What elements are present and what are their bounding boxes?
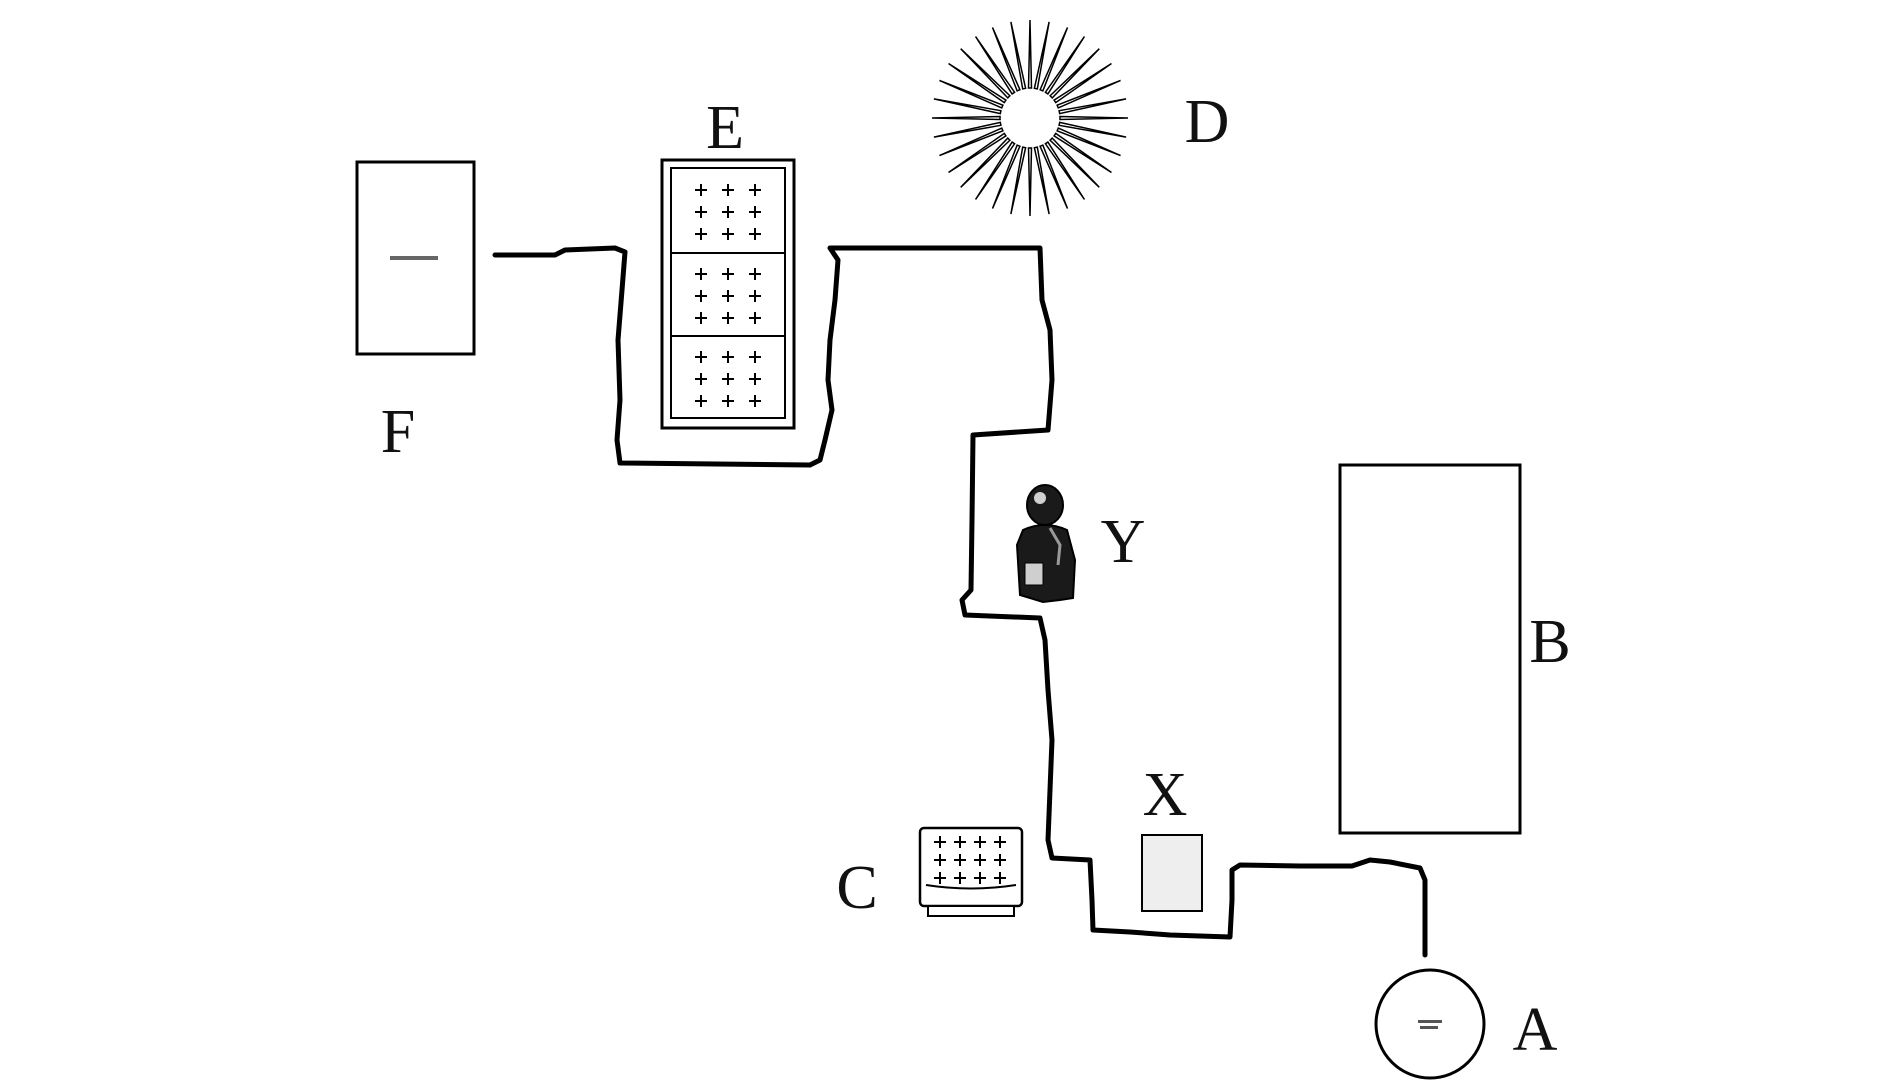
device-f bbox=[355, 160, 476, 356]
sun-ray bbox=[939, 127, 1004, 157]
sun-ray bbox=[1053, 132, 1112, 174]
sun-ray bbox=[1039, 27, 1069, 92]
sun-ray bbox=[1049, 48, 1100, 99]
solar-panel-e bbox=[660, 158, 796, 430]
sun-ray bbox=[1058, 98, 1127, 115]
box-x bbox=[1141, 834, 1203, 912]
small-solar-panel-c-cells bbox=[934, 836, 1006, 884]
small-solar-panel-c bbox=[918, 826, 1024, 917]
meter-a bbox=[1374, 968, 1486, 1080]
label-f: F bbox=[381, 398, 415, 466]
sun-ray bbox=[1056, 79, 1121, 109]
sun-ray bbox=[974, 141, 1016, 200]
sun-ray bbox=[974, 36, 1016, 95]
sun-ray bbox=[1010, 21, 1027, 90]
sun-ray bbox=[1027, 19, 1033, 89]
sun-ray bbox=[1039, 144, 1069, 209]
connecting-wire bbox=[492, 245, 1428, 958]
device-f-text-mark bbox=[390, 256, 438, 260]
sun-ray bbox=[1058, 121, 1127, 138]
sun-ray bbox=[1049, 137, 1100, 188]
solar-panel-e-cells bbox=[695, 184, 761, 407]
sun-ray bbox=[960, 137, 1011, 188]
sun-ray bbox=[991, 144, 1021, 209]
label-y: Y bbox=[1101, 508, 1146, 576]
sun-ray bbox=[1059, 115, 1129, 121]
sun-ray bbox=[948, 132, 1007, 174]
sun-ray bbox=[933, 98, 1002, 115]
label-a: A bbox=[1513, 996, 1558, 1064]
sun-ray bbox=[1044, 141, 1086, 200]
sun-ray bbox=[1010, 146, 1027, 215]
sun-ray bbox=[948, 62, 1007, 104]
label-b: B bbox=[1529, 608, 1570, 676]
sun-ray bbox=[960, 48, 1011, 99]
meter-a-circle bbox=[1374, 968, 1486, 1080]
sun-ray bbox=[1056, 127, 1121, 157]
sun-ray bbox=[933, 121, 1002, 138]
sun-ray bbox=[991, 27, 1021, 92]
sun-ray bbox=[1053, 62, 1112, 104]
label-d: D bbox=[1185, 88, 1230, 156]
box-b bbox=[1338, 463, 1522, 835]
sun-ray bbox=[1044, 36, 1086, 95]
sun-ray bbox=[1027, 147, 1033, 217]
label-c: C bbox=[836, 854, 877, 922]
label-e: E bbox=[706, 94, 744, 162]
sun-ray bbox=[1033, 21, 1050, 90]
label-x: X bbox=[1143, 761, 1188, 829]
sun-ray bbox=[1033, 146, 1050, 215]
sun-ray bbox=[931, 115, 1001, 121]
sun-center bbox=[1002, 90, 1058, 146]
sun-icon bbox=[931, 19, 1129, 217]
sun-ray bbox=[939, 79, 1004, 109]
person-icon bbox=[1015, 484, 1077, 604]
